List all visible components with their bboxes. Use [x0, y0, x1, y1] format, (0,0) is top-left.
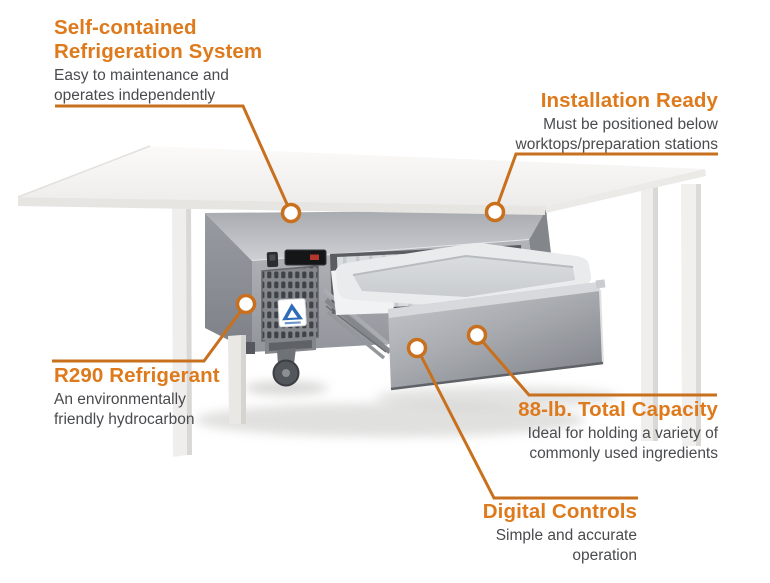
callout-description: An environmentally friendly hydrocarbon: [54, 391, 195, 428]
callout-line-installation: [493, 152, 718, 213]
worktable-top: [17, 145, 706, 215]
table-leg-right-inner: [641, 176, 658, 441]
callout-lines: [52, 104, 718, 500]
callout-dot-installation: [484, 201, 506, 223]
callout-dot-capacity: [466, 324, 488, 346]
callout-line-controls: [415, 347, 638, 500]
table-leg-front-left: [172, 198, 192, 457]
callout-dot-controls: [406, 337, 428, 359]
callout-refrigeration-system: Self-contained Refrigeration System Easy…: [54, 16, 324, 106]
callout-line-r290: [52, 303, 248, 363]
callout-description: Must be positioned below worktops/prepar…: [515, 116, 718, 153]
callout-total-capacity: 88-lb. Total Capacity Ideal for holding …: [478, 398, 718, 464]
callout-line-refrigeration: [55, 104, 293, 214]
callout-title: R290 Refrigerant: [54, 364, 220, 387]
table-leg-left-inner: [228, 335, 246, 424]
callout-dot-refrigeration: [280, 202, 302, 224]
callout-r290-refrigerant: R290 Refrigerant An environmentally frie…: [54, 364, 274, 430]
callout-title: 88-lb. Total Capacity: [518, 398, 718, 421]
callout-installation-ready: Installation Ready Must be positioned be…: [458, 89, 718, 155]
floor-shadow: [195, 381, 619, 437]
callout-dot-r290: [235, 293, 257, 315]
callout-description: Easy to maintenance and operates indepen…: [54, 67, 229, 104]
drawer-front: [388, 279, 606, 391]
callout-title: Digital Controls: [482, 500, 637, 523]
chef-base-left-side: [205, 213, 252, 352]
caster-wheel: [246, 342, 300, 387]
triangle-a-brand-logo: [277, 298, 307, 328]
storage-bin: [331, 243, 592, 315]
callout-line-capacity: [475, 334, 717, 397]
callout-description: Ideal for holding a variety of commonly …: [527, 425, 718, 462]
digital-control-display: [284, 249, 327, 266]
callout-digital-controls: Digital Controls Simple and accurate ope…: [417, 500, 637, 566]
power-switch: [266, 251, 279, 268]
callout-title: Installation Ready: [540, 89, 718, 112]
callout-title: Self-contained Refrigeration System: [54, 16, 263, 63]
callout-description: Simple and accurate operation: [495, 527, 637, 564]
table-leg-front-right: [681, 184, 701, 446]
chef-base: [205, 210, 606, 391]
